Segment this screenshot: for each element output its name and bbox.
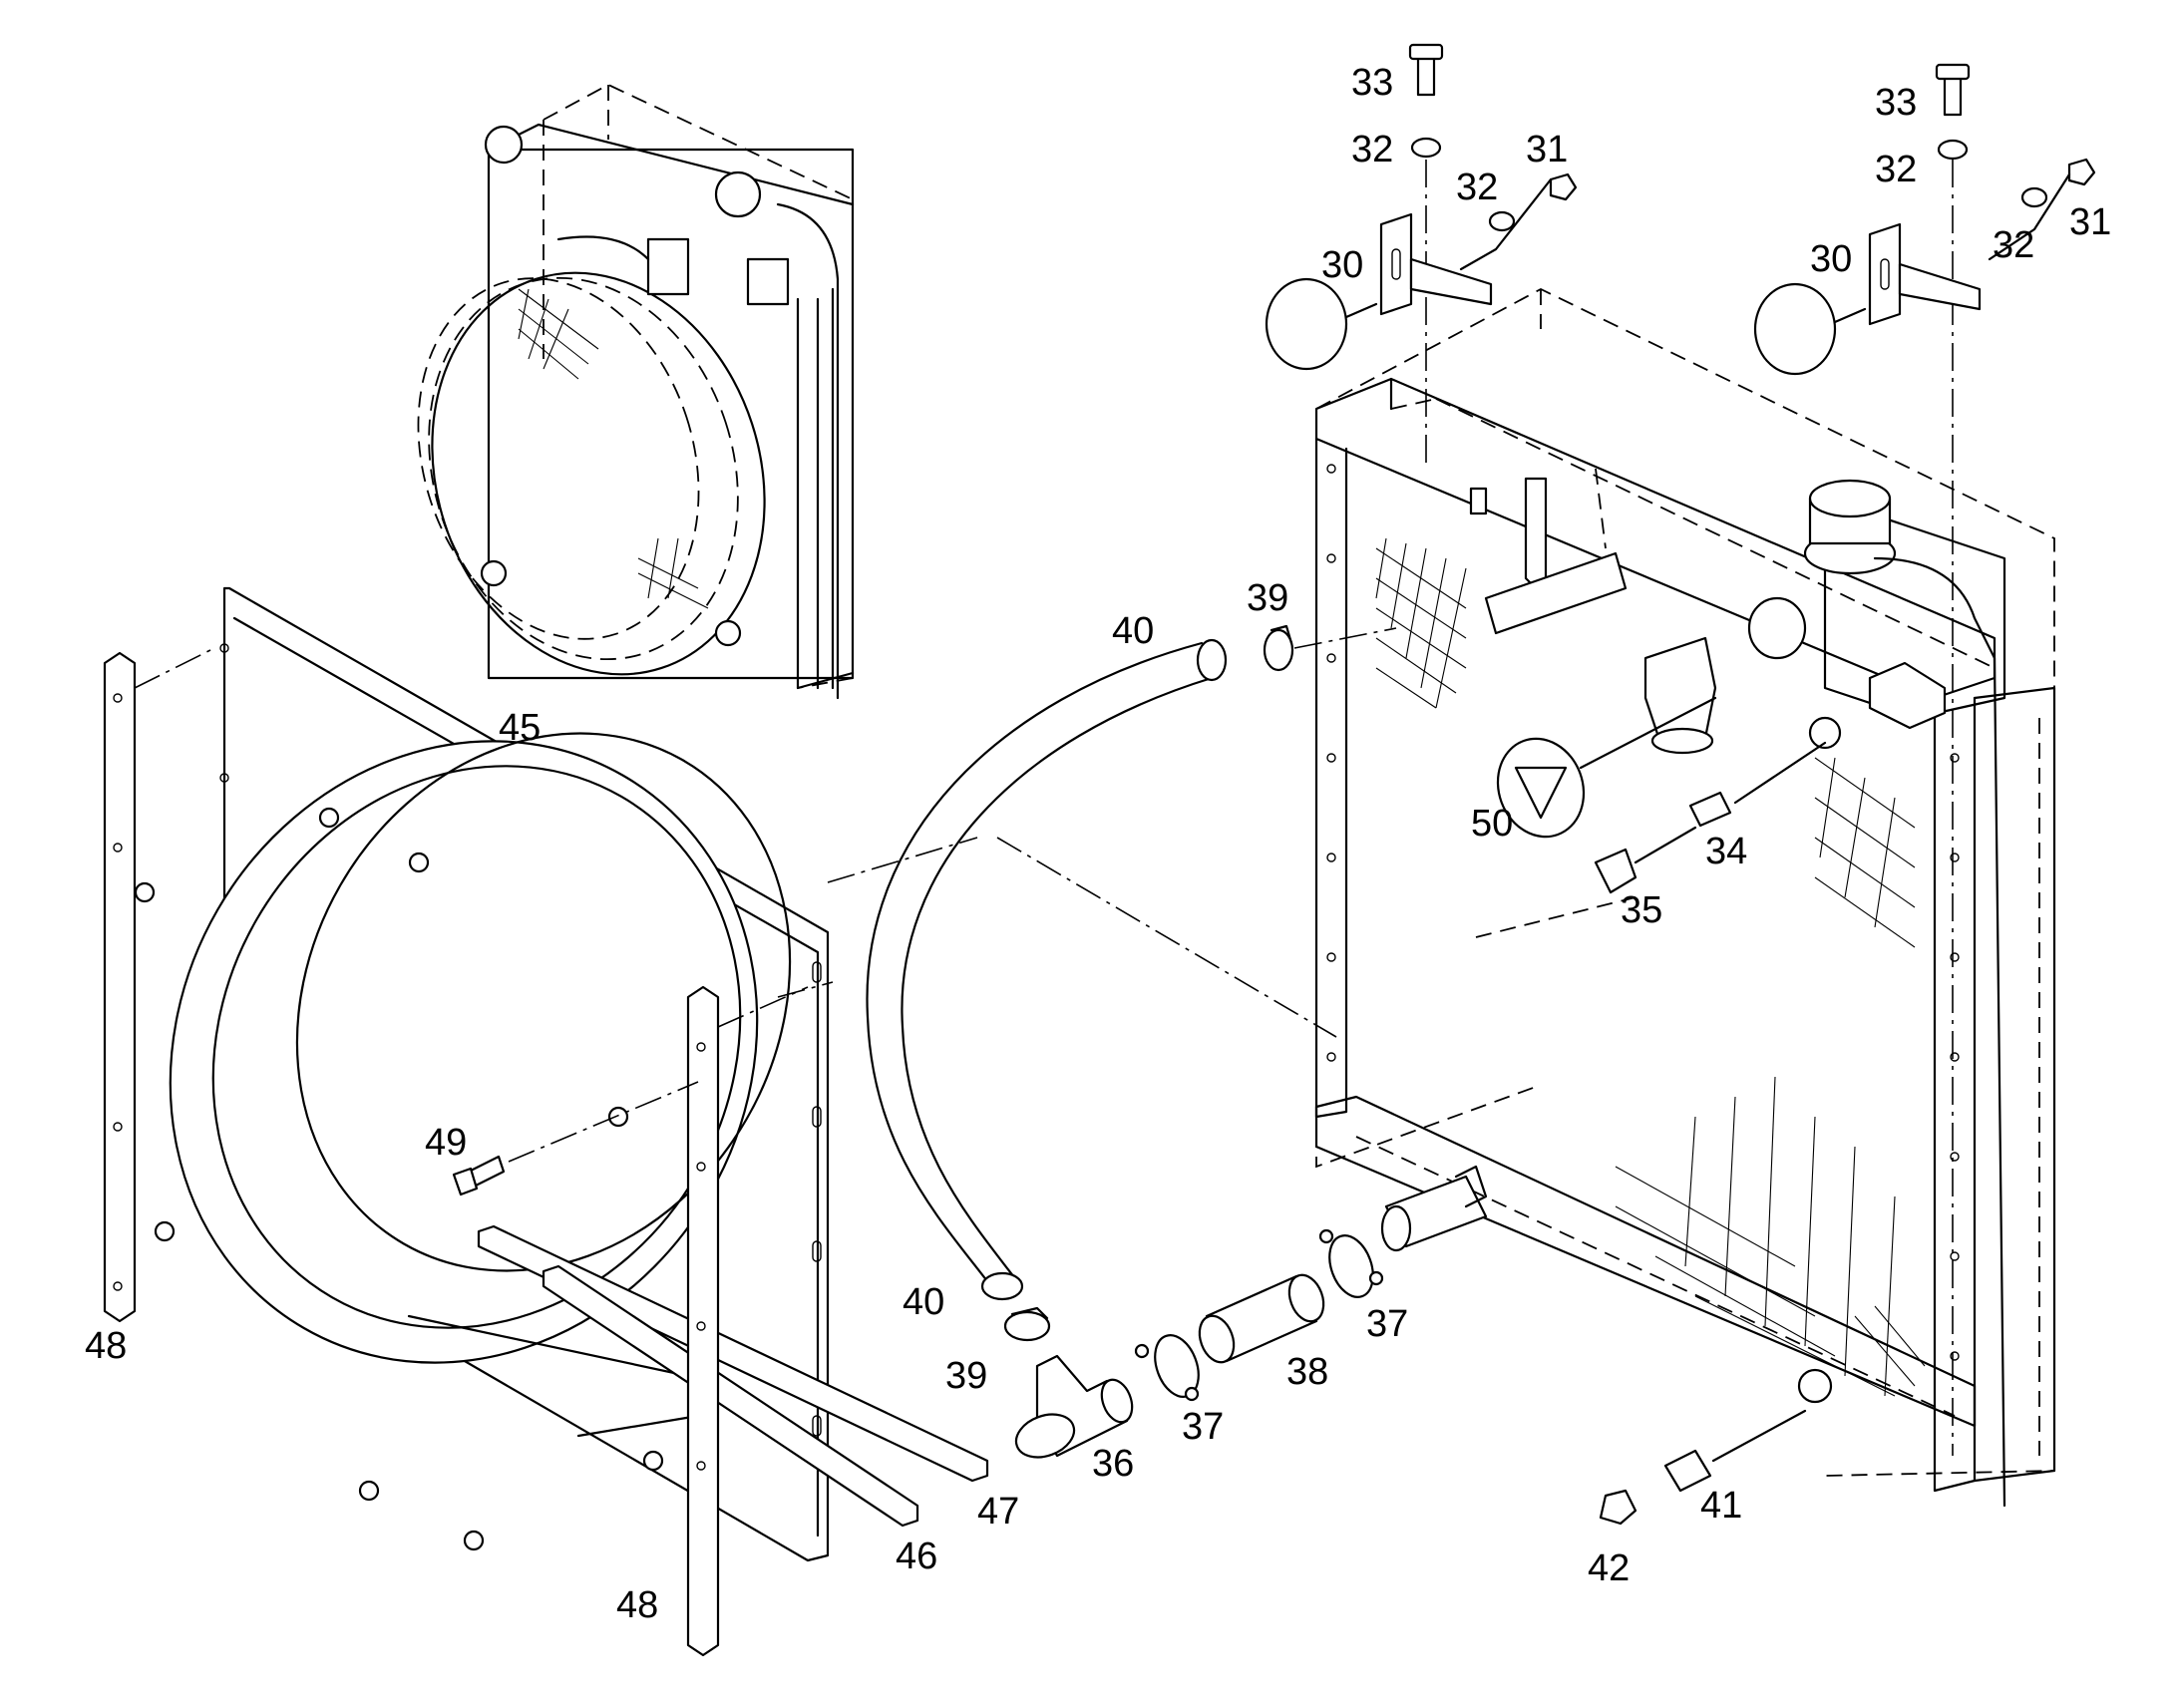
callout-33: 33 [1351, 62, 1393, 104]
callout-30: 30 [1810, 238, 1852, 280]
seal-48-right [686, 985, 809, 1657]
nut-42 [1599, 1489, 1637, 1526]
mounting-tab [1868, 661, 1947, 730]
hose-38 [1198, 1273, 1325, 1364]
inset-drain-plug-icon [480, 559, 508, 587]
nut-31-left [1549, 172, 1578, 201]
callout-labels: 33 32 31 32 30 33 32 32 31 30 39 40 45 5… [85, 62, 2111, 1626]
bolt-49 [452, 1081, 699, 1196]
callout-39: 39 [1247, 577, 1288, 619]
bracket-30-right [1868, 222, 1902, 326]
rubber-mount-right [1753, 282, 1837, 376]
hose-40-upper [866, 638, 1228, 1301]
callout-32: 32 [1456, 167, 1498, 208]
side-port-upper [1808, 716, 1842, 750]
inset-outlet-fitting [646, 237, 690, 296]
side-port-lower [1797, 1368, 1833, 1404]
elbow-fitting [1643, 636, 1717, 745]
inlet-pipe [1484, 551, 1628, 635]
callout-32: 32 [1351, 129, 1393, 171]
callout-37: 37 [1182, 1406, 1224, 1448]
fitting-35 [1594, 848, 1637, 894]
bottom-outlet-end [1380, 1204, 1412, 1252]
inset-mount-knob-icon [484, 125, 524, 165]
inset-assembled-radiator [417, 83, 855, 700]
callout-49: 49 [425, 1122, 467, 1164]
clamp-37-left [1134, 1334, 1200, 1402]
callout-38: 38 [1286, 1351, 1328, 1393]
clamp-39-bottom [1003, 1306, 1051, 1342]
callout-42: 42 [1588, 1547, 1630, 1589]
bolt-33-right [1943, 73, 1963, 117]
callout-48: 48 [616, 1584, 658, 1626]
strip-46 [542, 1264, 919, 1528]
shroud-bolt-holes [134, 807, 664, 1551]
callout-50: 50 [1471, 803, 1513, 845]
callout-34: 34 [1705, 831, 1747, 872]
top-pipe [1524, 477, 1548, 590]
cap-50-and-fittings [1496, 696, 1827, 894]
drain-41-42 [1599, 1409, 1807, 1526]
callout-47: 47 [977, 1491, 1019, 1533]
nut-31-right [2067, 158, 2096, 186]
shroud-flange-slots [219, 643, 822, 1437]
callout-32: 32 [1993, 224, 2034, 266]
cap-50-icon [1496, 737, 1586, 839]
washer-32b-right [2020, 186, 2048, 208]
rubber-mount-left [1265, 277, 1348, 371]
callout-36: 36 [1092, 1443, 1134, 1485]
hose-40-end-top [1196, 638, 1228, 682]
inset-filler-cap-icon [714, 171, 762, 218]
callout-33: 33 [1875, 82, 1917, 124]
bracket-30-left [1379, 212, 1413, 316]
strips-46-47 [477, 1224, 989, 1528]
fitting-34 [1688, 791, 1732, 828]
callout-40: 40 [1112, 610, 1154, 652]
bolt-33-left [1416, 53, 1436, 97]
callout-37: 37 [1366, 1303, 1408, 1345]
hose-40-end-bottom [980, 1271, 1024, 1301]
strip-47 [477, 1224, 989, 1483]
callout-41: 41 [1700, 1485, 1742, 1527]
callout-39: 39 [945, 1355, 987, 1397]
callout-35: 35 [1621, 889, 1662, 931]
tee-36 [1014, 1354, 1134, 1459]
callout-31: 31 [1526, 129, 1568, 171]
radiator-core-mesh [1375, 537, 1926, 1397]
inset-core-mesh [518, 288, 709, 609]
callout-40: 40 [903, 1281, 944, 1323]
callout-30: 30 [1321, 244, 1363, 286]
callout-31: 31 [2069, 201, 2111, 243]
clamp-37-right [1318, 1228, 1384, 1298]
callout-32: 32 [1875, 149, 1917, 190]
washer-32b-left [1488, 210, 1516, 232]
washer-32-left [1410, 137, 1442, 159]
tank-port-ring [1747, 596, 1807, 660]
mount-set-right [1753, 63, 2096, 1456]
mount-set-left [1265, 43, 1578, 469]
callout-46: 46 [896, 1536, 937, 1577]
callout-45: 45 [499, 707, 541, 749]
clamp-39-top [1263, 624, 1397, 672]
radiator-assembly [1314, 287, 2056, 1508]
fitting-41 [1663, 1449, 1712, 1493]
washer-32-right [1937, 139, 1969, 161]
inset-bracket [746, 257, 790, 306]
radiator-side-holes [1326, 464, 1960, 1361]
callout-48: 48 [85, 1325, 127, 1367]
seal-48-left [103, 647, 215, 1323]
